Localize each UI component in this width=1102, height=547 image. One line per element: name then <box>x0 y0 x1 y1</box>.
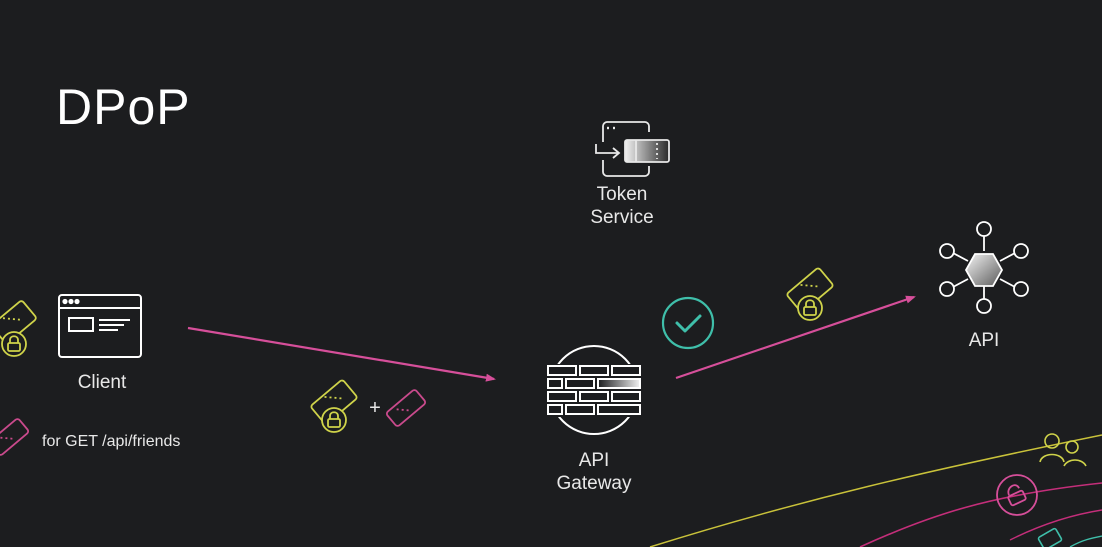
api-label: API <box>968 330 1000 351</box>
access-token-icon-api <box>786 267 834 321</box>
api-gateway-firewall-icon <box>546 345 642 435</box>
token-service-label-line1: Token <box>596 184 648 205</box>
background-curves <box>649 434 1102 547</box>
request-label: for GET /api/friends <box>42 433 181 450</box>
api-gateway-label: API Gateway <box>544 449 644 495</box>
teal-ticket-icon <box>1037 527 1063 547</box>
curve-pink-2 <box>1009 509 1102 541</box>
lock-circle-icon <box>996 474 1038 516</box>
token-service-label: Token Service <box>570 183 674 229</box>
api-hub-icon <box>939 221 1029 314</box>
api-gateway-label-line1: API <box>578 450 610 471</box>
token-service-label-line2: Service <box>590 207 654 228</box>
arrow-gateway-to-api <box>675 295 916 380</box>
client-window-icon <box>58 294 142 358</box>
proof-token-icon-left <box>0 418 30 456</box>
arrow-client-to-gateway <box>187 326 496 382</box>
access-token-icon-mid <box>310 379 358 433</box>
curve-teal <box>1069 535 1102 547</box>
access-token-icon-client <box>0 300 37 357</box>
users-icon <box>1039 433 1087 467</box>
proof-token-icon-mid <box>385 389 427 427</box>
token-service-icon <box>595 121 670 177</box>
client-label: Client <box>77 372 127 393</box>
plus-sign: + <box>369 397 381 419</box>
curve-yellow <box>649 434 1102 547</box>
api-gateway-label-line2: Gateway <box>556 473 632 494</box>
slide-title: DPoP <box>56 79 191 135</box>
curve-pink-1 <box>859 482 1102 547</box>
check-circle-icon <box>661 296 715 350</box>
